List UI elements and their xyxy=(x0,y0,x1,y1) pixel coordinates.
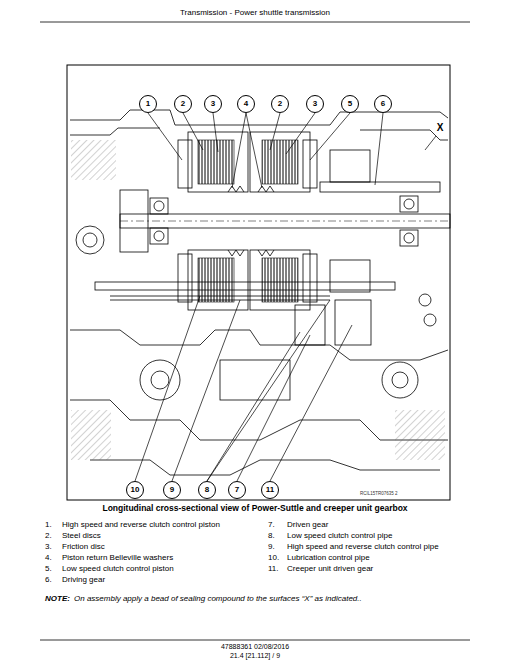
hatched-sections xyxy=(71,140,445,460)
callout-number: 2 xyxy=(271,95,289,113)
list-number: 4. xyxy=(45,553,52,562)
note-heading: NOTE: xyxy=(45,594,70,603)
figure-number: 2 xyxy=(395,491,398,496)
header-rule xyxy=(40,22,470,23)
footer-code: 47888361 02/08/2016 xyxy=(221,643,289,651)
callout-number: 3 xyxy=(204,95,222,113)
figure-frame xyxy=(67,65,450,500)
callout-number: 2 xyxy=(174,95,192,113)
list-item: Driven gear xyxy=(287,520,328,529)
callout-number: 9 xyxy=(163,481,181,499)
list-item: Friction disc xyxy=(62,542,105,551)
callout-number: 6 xyxy=(374,95,392,113)
list-number: 1. xyxy=(45,520,52,529)
callout-number: 3 xyxy=(306,95,324,113)
list-item: Low speed clutch control piston xyxy=(62,564,174,573)
callout-number: 5 xyxy=(341,95,359,113)
callout-number: 11 xyxy=(261,481,279,499)
list-item: Creeper unit driven gear xyxy=(287,564,373,573)
list-item: High speed and reverse clutch control pi… xyxy=(287,542,439,551)
clutch-disc-packs xyxy=(198,140,298,302)
callout-number: 10 xyxy=(126,481,144,499)
list-item: Piston return Belleville washers xyxy=(62,553,173,562)
page-number: 21.4 [21.112] / 9 xyxy=(230,652,280,660)
list-number: 3. xyxy=(45,542,52,551)
housing xyxy=(70,110,450,475)
surface-mark: X xyxy=(436,122,445,134)
page-header: Transmission - Power shuttle transmissio… xyxy=(180,8,330,17)
list-number: 11. xyxy=(268,564,279,573)
callout-number: 1 xyxy=(139,95,157,113)
list-item: Low speed clutch control pipe xyxy=(287,531,392,540)
leader-lines xyxy=(135,113,436,481)
callout-number: 8 xyxy=(198,481,216,499)
figure-caption: Longitudinal cross-sectional view of Pow… xyxy=(102,504,407,514)
list-number: 2. xyxy=(45,531,52,540)
list-number: 5. xyxy=(45,564,52,573)
list-item: Driving gear xyxy=(62,575,105,584)
note-text: On assembly apply a bead of sealing comp… xyxy=(74,594,362,603)
figure-code: RCIL15TR07635 xyxy=(360,491,394,496)
callout-number: 4 xyxy=(237,95,255,113)
callout-number: 7 xyxy=(228,481,246,499)
list-item: Lubrication control pipe xyxy=(287,553,370,562)
list-number: 9. xyxy=(268,542,275,551)
list-number: 6. xyxy=(45,575,52,584)
list-item: Steel discs xyxy=(62,531,101,540)
footer-rule xyxy=(40,640,470,641)
list-item: High speed and reverse clutch control pi… xyxy=(62,520,220,529)
list-number: 7. xyxy=(268,520,275,529)
list-number: 8. xyxy=(268,531,275,540)
list-number: 10. xyxy=(268,553,279,562)
